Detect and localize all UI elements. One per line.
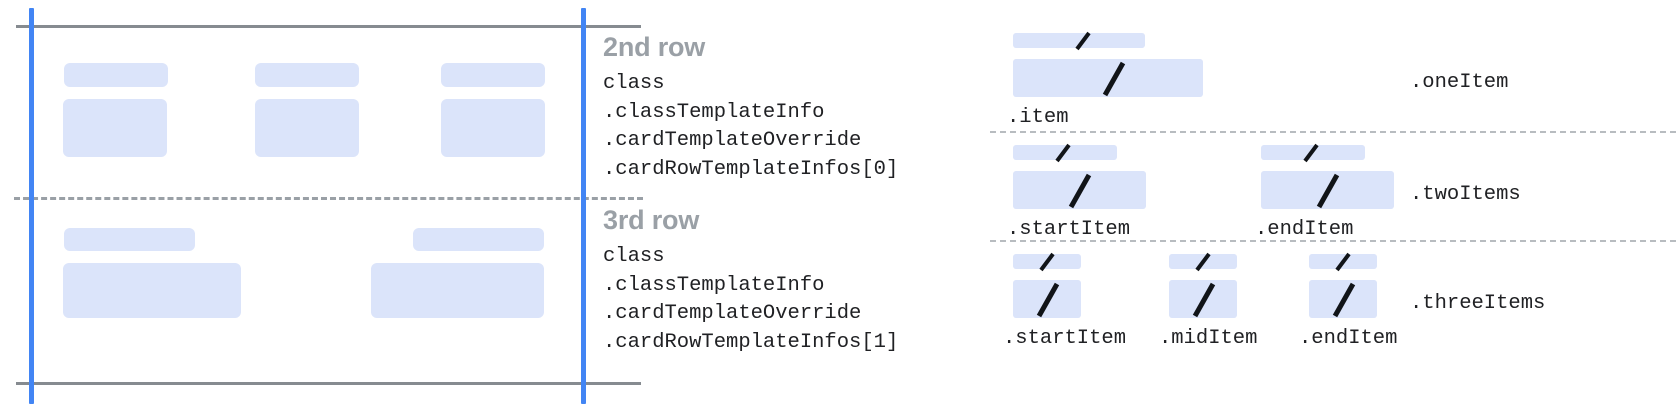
slot-label: .item [1007, 106, 1069, 129]
legend-slot-mid-item: .midItem [1159, 252, 1259, 354]
legend-separator-1 [990, 131, 1676, 133]
slot-title-bar [1013, 254, 1081, 269]
row-2-code-line-4: .cardRowTemplateInfos[0] [603, 157, 899, 181]
slot-body-bar [1013, 59, 1203, 97]
slot-body-bar [1013, 171, 1146, 209]
top-boundary-line [16, 25, 641, 28]
slot-body-bar [1309, 280, 1377, 318]
slot-body-bar [1013, 280, 1081, 318]
slot-label: .startItem [1007, 218, 1131, 241]
legend-slot-start-item: .startItem [1007, 143, 1147, 241]
cell-title-block [64, 63, 168, 87]
cell-body-block [63, 99, 167, 157]
row-3-code-line-2: .classTemplateInfo [603, 273, 825, 297]
row-callouts: 2nd row class .classTemplateInfo .cardTe… [603, 0, 963, 412]
legend-separator-2 [990, 240, 1676, 242]
slot-label: .midItem [1159, 327, 1258, 350]
cell-body-block [371, 263, 544, 318]
row-3-callout: 3rd row class .classTemplateInfo .cardTe… [603, 203, 898, 357]
row-2-title: 2nd row [603, 32, 706, 62]
item-layout-legend: .item .oneItem .startItem [985, 0, 1676, 412]
cell-title-block [441, 63, 545, 87]
card-rows-preview [0, 0, 660, 412]
three-items-group: .startItem .midItem [985, 244, 1676, 354]
left-edge-guide [29, 8, 34, 404]
row-2-preview [0, 0, 660, 197]
row-3-code-line-1: class [603, 245, 665, 268]
cell-title-block [255, 63, 359, 87]
cell-title-block [413, 228, 544, 251]
row-2-callout: 2nd row class .classTemplateInfo .cardTe… [603, 30, 898, 184]
legend-slot-end-item: .endItem [1255, 143, 1395, 241]
row-2-code-line-1: class [603, 72, 665, 95]
slot-title-bar [1013, 33, 1145, 48]
legend-slot-end-item: .endItem [1299, 252, 1399, 354]
one-item-group: .item .oneItem [985, 0, 1676, 130]
legend-slot-item: .item [1007, 31, 1207, 133]
slot-label: .endItem [1299, 327, 1398, 350]
right-edge-guide [581, 8, 586, 404]
row-2-code-line-3: .cardTemplateOverride [603, 129, 862, 152]
slot-title-bar [1261, 145, 1365, 160]
row-3-code-line-3: .cardTemplateOverride [603, 302, 862, 325]
slot-title-bar [1169, 254, 1237, 269]
row-divider-dashed-line [14, 197, 643, 200]
slot-title-bar [1013, 145, 1117, 160]
bottom-boundary-line [16, 382, 641, 385]
two-items-group: .startItem .endItem .twoItems [985, 135, 1676, 241]
cell-title-block [64, 228, 195, 251]
cell-body-block [63, 263, 241, 318]
slot-title-bar [1309, 254, 1377, 269]
two-items-variant-label: .twoItems [1410, 183, 1521, 206]
three-items-variant-label: .threeItems [1410, 292, 1546, 315]
row-3-preview [0, 197, 660, 382]
row-3-code-line-4: .cardRowTemplateInfos[1] [603, 330, 899, 354]
slot-body-bar [1169, 280, 1237, 318]
one-item-variant-label: .oneItem [1410, 71, 1509, 94]
legend-slot-start-item: .startItem [1003, 252, 1126, 354]
slot-label: .endItem [1255, 218, 1354, 241]
row-2-code-line-2: .classTemplateInfo [603, 100, 825, 124]
cell-body-block [441, 99, 545, 157]
slot-label: .startItem [1003, 327, 1127, 350]
slot-body-bar [1261, 171, 1394, 209]
cell-body-block [255, 99, 359, 157]
row-3-title: 3rd row [603, 205, 700, 235]
